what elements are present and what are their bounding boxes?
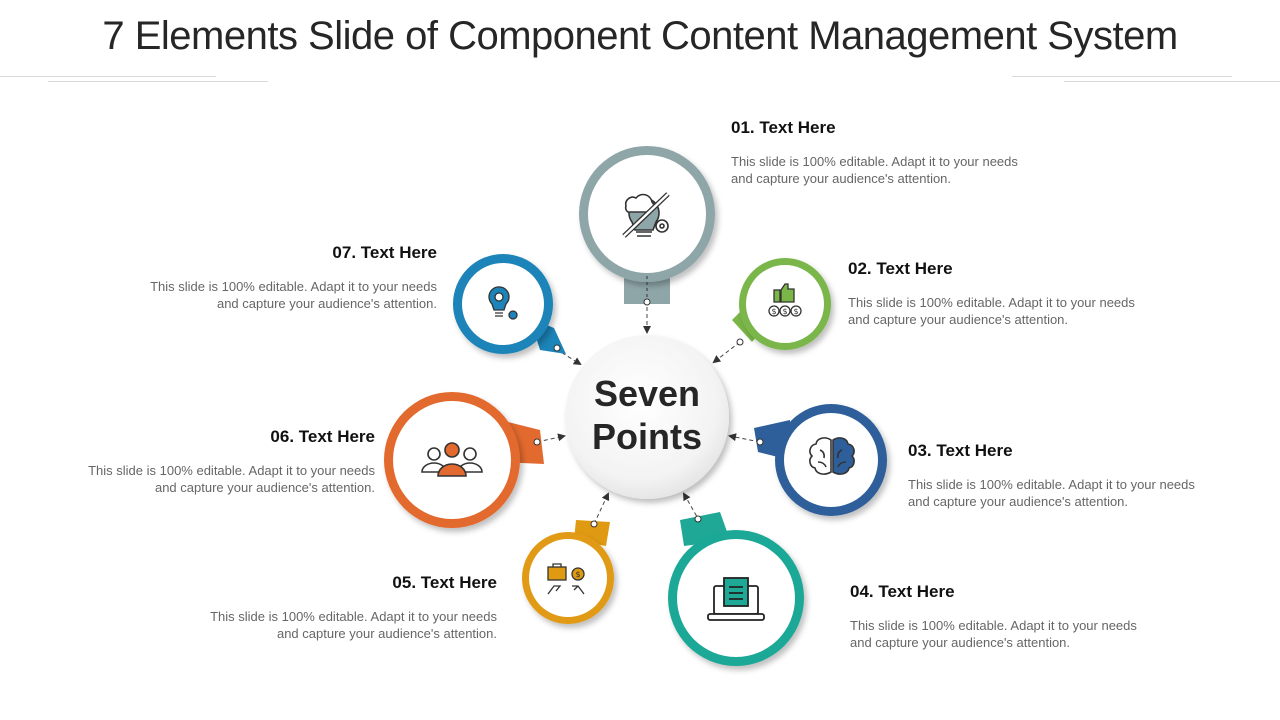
item-05-badge: $ — [522, 520, 614, 624]
svg-text:$: $ — [793, 307, 798, 316]
item-06-text: 06. Text Here This slide is 100% editabl… — [45, 427, 375, 496]
laptop-document-icon — [707, 577, 765, 621]
center-circle — [565, 335, 729, 499]
item-07-heading: 07. Text Here — [332, 243, 437, 262]
item-05-heading: 05. Text Here — [392, 573, 497, 592]
item-05-description: This slide is 100% editable. Adapt it to… — [210, 609, 497, 641]
item-02-badge: $ $ $ — [732, 258, 831, 350]
briefcase-money-exchange-icon: $ — [547, 563, 585, 595]
divider-line — [0, 76, 216, 77]
item-02-description: This slide is 100% editable. Adapt it to… — [848, 295, 1135, 327]
item-01-heading: 01. Text Here — [731, 118, 836, 137]
item-03-badge — [754, 404, 887, 516]
item-03-text: 03. Text Here This slide is 100% editabl… — [908, 441, 1238, 510]
divider-line — [48, 81, 268, 82]
lightbulb-gear-icon — [488, 286, 518, 320]
item-07-badge — [453, 254, 566, 354]
svg-text:$: $ — [771, 307, 776, 316]
item-04-heading: 04. Text Here — [850, 582, 955, 601]
divider-line — [1012, 76, 1232, 77]
item-06-description: This slide is 100% editable. Adapt it to… — [88, 463, 375, 495]
brain-icon — [809, 437, 855, 475]
slide-title: 7 Elements Slide of Component Content Ma… — [102, 14, 1178, 58]
connectors — [536, 300, 761, 525]
item-05-text: 05. Text Here This slide is 100% editabl… — [167, 573, 497, 642]
item-01-text: 01. Text Here This slide is 100% editabl… — [731, 118, 1061, 187]
center-label: Seven Points — [566, 372, 728, 458]
svg-text:$: $ — [575, 570, 580, 579]
item-04-badge — [668, 512, 804, 666]
item-02-heading: 02. Text Here — [848, 259, 953, 278]
item-02-text: 02. Text Here This slide is 100% editabl… — [848, 259, 1178, 328]
lightbulb-pencil-gear-icon — [622, 192, 670, 238]
divider-line — [1064, 81, 1280, 82]
thumbs-up-money-icon: $ $ $ — [768, 283, 802, 317]
item-03-description: This slide is 100% editable. Adapt it to… — [908, 477, 1195, 509]
item-04-description: This slide is 100% editable. Adapt it to… — [850, 618, 1137, 650]
item-06-badge — [384, 392, 544, 528]
item-01-description: This slide is 100% editable. Adapt it to… — [731, 154, 1018, 186]
center-line-1: Seven — [593, 373, 701, 414]
item-04-text: 04. Text Here This slide is 100% editabl… — [850, 582, 1180, 651]
item-07-text: 07. Text Here This slide is 100% editabl… — [107, 243, 437, 312]
item-07-description: This slide is 100% editable. Adapt it to… — [150, 279, 437, 311]
item-01-badge — [579, 146, 715, 306]
center-line-2: Points — [591, 416, 702, 457]
team-users-icon — [421, 442, 483, 477]
item-06-heading: 06. Text Here — [270, 427, 375, 446]
svg-text:$: $ — [782, 307, 787, 316]
item-03-heading: 03. Text Here — [908, 441, 1013, 460]
